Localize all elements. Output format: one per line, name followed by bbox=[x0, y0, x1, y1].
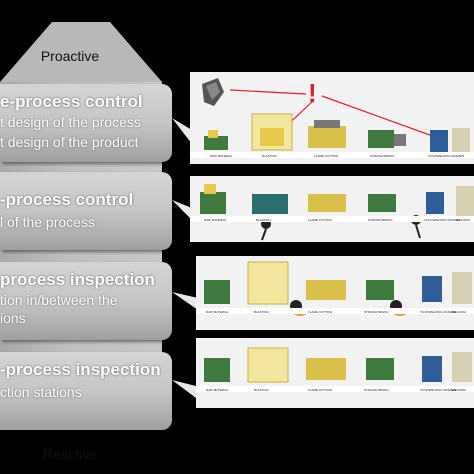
station-welding-icon bbox=[452, 352, 472, 382]
production-line-panel-2: RAW MATERIAL BLASTING FLAME CUTTING STRA… bbox=[190, 176, 474, 242]
station-label: FLAME CUTTING bbox=[308, 218, 333, 222]
station-tack-welding-icon bbox=[422, 356, 442, 382]
station-label: RAW MATERIAL bbox=[204, 218, 227, 222]
station-raw-material-icon bbox=[204, 130, 228, 150]
production-line-panel-1: ! RAW MATERIAL BLASTING FLAME CUTTING ST… bbox=[190, 72, 474, 164]
production-line-diagram: RAW MATERIAL BLASTING FLAME CUTTING STRA… bbox=[196, 347, 474, 392]
station-label: FLAME CUTTING bbox=[314, 154, 339, 158]
station-blasting-icon bbox=[252, 194, 288, 214]
station-straightening-icon bbox=[366, 280, 394, 300]
station-label: STRAIGHTENING bbox=[370, 154, 395, 158]
level-card-in-process-inspection: process inspection tion in/between the i… bbox=[0, 262, 172, 340]
level-description-line: tion in/between the bbox=[0, 292, 118, 308]
station-label: BLASTING bbox=[254, 310, 270, 314]
station-label: RAW MATERIAL bbox=[210, 154, 233, 158]
level-card-in-process-control: -process control l of the process bbox=[0, 172, 172, 250]
station-tack-welding-icon bbox=[430, 128, 470, 152]
alert-icon: ! bbox=[308, 78, 317, 108]
station-raw-material-icon bbox=[204, 280, 230, 304]
production-line-diagram: RAW MATERIAL BLASTING FLAME CUTTING STRA… bbox=[196, 261, 474, 316]
station-label: BLASTING bbox=[256, 218, 272, 222]
level-description-line: l of the process bbox=[0, 214, 95, 230]
station-welding-icon bbox=[452, 272, 472, 304]
station-label: TACK/WELDING FRAMES bbox=[424, 218, 460, 222]
station-label: STRAIGHTENING bbox=[364, 310, 389, 314]
station-label: TACK/WELDING FRAMES bbox=[420, 388, 456, 392]
station-label: TACK/WELDING FRAMES bbox=[428, 154, 464, 158]
station-straightening-icon bbox=[368, 130, 406, 148]
proactive-label: Proactive bbox=[40, 48, 100, 64]
alert-arrow bbox=[321, 95, 439, 139]
level-title: e-process control bbox=[0, 92, 143, 111]
level-description-line: ction stations bbox=[0, 384, 82, 400]
station-label: WELDING bbox=[452, 388, 467, 392]
station-label: RAW MATERIAL bbox=[206, 310, 229, 314]
reactive-label: Reactive bbox=[42, 446, 98, 462]
production-line-diagram: ! RAW MATERIAL BLASTING FLAME CUTTING ST… bbox=[190, 78, 474, 158]
station-label: WELDING bbox=[452, 310, 467, 314]
station-flame-cutting-icon bbox=[308, 120, 346, 148]
level-description-line: t design of the product bbox=[0, 134, 139, 150]
station-label: STRAIGHTENING bbox=[364, 388, 389, 392]
level-card-post-process-inspection: -process inspection ction stations bbox=[0, 352, 172, 430]
station-straightening-icon bbox=[368, 194, 396, 212]
level-title: -process control bbox=[0, 190, 134, 209]
level-description-line: t design of the process bbox=[0, 114, 141, 130]
station-welding-icon bbox=[456, 186, 474, 216]
station-flame-cutting-icon bbox=[306, 280, 346, 300]
station-label: TACK/WELDING FRAMES bbox=[420, 310, 456, 314]
product-design-icon bbox=[202, 78, 224, 106]
production-line-panel-3: RAW MATERIAL BLASTING FLAME CUTTING STRA… bbox=[196, 256, 474, 330]
station-flame-cutting-icon bbox=[308, 194, 346, 212]
station-label: BLASTING bbox=[262, 154, 278, 158]
station-label: FLAME CUTTING bbox=[308, 310, 333, 314]
station-flame-cutting-icon bbox=[306, 358, 346, 380]
production-line-panel-4: RAW MATERIAL BLASTING FLAME CUTTING STRA… bbox=[196, 338, 474, 408]
level-title: -process inspection bbox=[0, 360, 161, 379]
station-raw-material-icon bbox=[200, 184, 226, 214]
production-line-diagram: RAW MATERIAL BLASTING FLAME CUTTING STRA… bbox=[190, 184, 474, 241]
station-label: WELDING bbox=[456, 218, 471, 222]
station-tack-welding-icon bbox=[422, 276, 442, 302]
alert-arrow bbox=[229, 89, 307, 95]
station-label: BLASTING bbox=[254, 388, 270, 392]
worker-icon bbox=[261, 219, 271, 241]
proactive-arrow-head bbox=[0, 0, 180, 82]
level-card-pre-process-control: e-process control t design of the proces… bbox=[0, 84, 172, 162]
station-tack-welding-icon bbox=[426, 192, 444, 214]
callout-connectors bbox=[172, 118, 198, 398]
station-raw-material-icon bbox=[204, 358, 230, 382]
station-blasting-icon bbox=[247, 261, 289, 305]
station-blasting-icon bbox=[251, 113, 293, 151]
station-blasting-icon bbox=[247, 347, 289, 383]
level-title: process inspection bbox=[0, 270, 155, 289]
level-description-line: ions bbox=[0, 310, 26, 326]
station-label: STRAIGHTENING bbox=[368, 218, 393, 222]
station-label: RAW MATERIAL bbox=[206, 388, 229, 392]
station-straightening-icon bbox=[366, 358, 394, 380]
station-label: FLAME CUTTING bbox=[308, 388, 333, 392]
